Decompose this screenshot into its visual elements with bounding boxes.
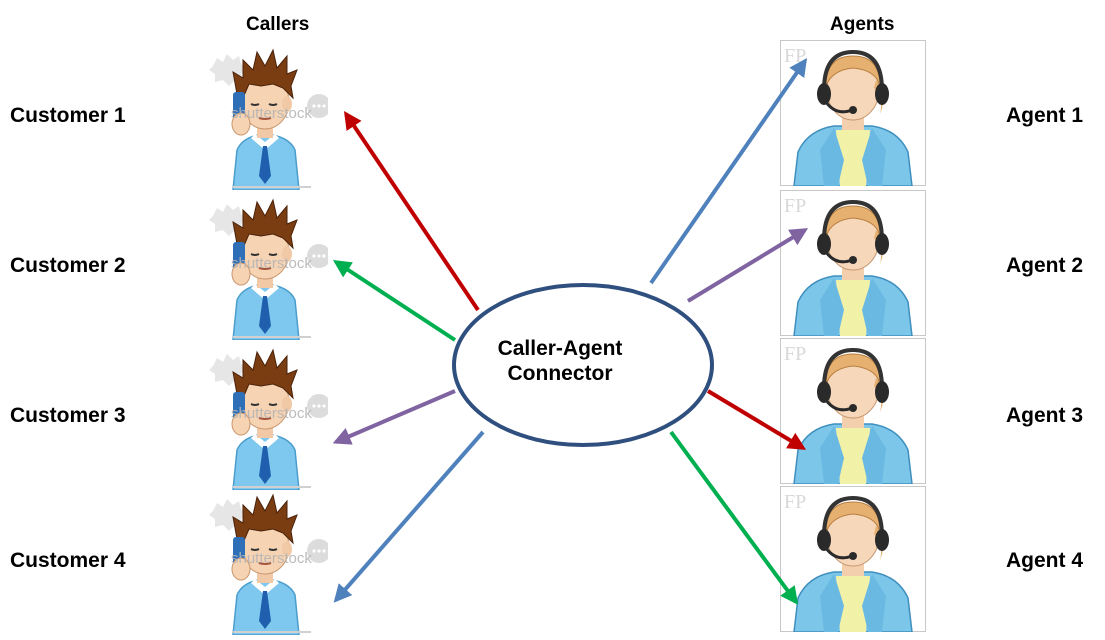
man-on-phone-icon: shutterstock (209, 493, 331, 636)
agent-tile-2: FP FP (780, 190, 926, 341)
headset-agent-icon: FP FP (780, 338, 926, 485)
svg-text:shutterstock: shutterstock (231, 255, 312, 272)
headset-agent-icon: FP FP (780, 486, 926, 633)
agent-label-3: Agent 3 (1006, 404, 1084, 427)
connector-label: Caller-Agent Connector (460, 336, 660, 386)
agent-tile-3: FP FP (780, 338, 926, 489)
svg-text:shutterstock: shutterstock (231, 105, 312, 122)
agents-header: Agents (830, 14, 895, 35)
arrow-to-customer-4 (333, 430, 485, 603)
svg-text:FP: FP (784, 491, 806, 513)
agent-label-4: Agent 4 (1006, 549, 1084, 572)
arrow-to-agent-1 (649, 58, 808, 285)
customer-label-1: Customer 1 (10, 104, 126, 127)
arrow-to-agent-3 (706, 389, 807, 450)
callers-header: Callers (246, 14, 310, 35)
svg-text:FP: FP (784, 195, 806, 217)
svg-text:shutterstock: shutterstock (231, 550, 312, 567)
arrow-to-customer-3 (332, 389, 456, 445)
connector-ellipse (452, 283, 714, 447)
customer-label-2: Customer 2 (10, 254, 126, 277)
connector-label-line-2: Connector (507, 362, 613, 385)
arrow-to-agent-2 (686, 228, 809, 303)
svg-text:shutterstock: shutterstock (231, 405, 312, 422)
caller-tile-4: shutterstock (203, 487, 331, 640)
arrow-to-customer-2 (332, 260, 457, 342)
caller-tile-2: shutterstock (203, 192, 331, 345)
arrow-to-agent-4 (669, 430, 799, 605)
svg-text:FP: FP (784, 343, 806, 365)
man-on-phone-icon: shutterstock (209, 48, 331, 191)
headset-agent-icon: FP FP (780, 190, 926, 337)
man-on-phone-icon: shutterstock (209, 198, 331, 341)
agent-label-2: Agent 2 (1006, 254, 1084, 277)
caller-tile-3: shutterstock (203, 342, 331, 495)
agent-label-1: Agent 1 (1006, 104, 1084, 127)
customer-label-3: Customer 3 (10, 404, 126, 427)
agent-tile-4: FP FP (780, 486, 926, 637)
arrow-to-customer-1 (343, 111, 480, 312)
man-on-phone-icon: shutterstock (209, 348, 331, 491)
connector-label-line-1: Caller-Agent (497, 337, 623, 360)
customer-label-4: Customer 4 (10, 549, 126, 572)
caller-tile-1: shutterstock (203, 42, 331, 195)
